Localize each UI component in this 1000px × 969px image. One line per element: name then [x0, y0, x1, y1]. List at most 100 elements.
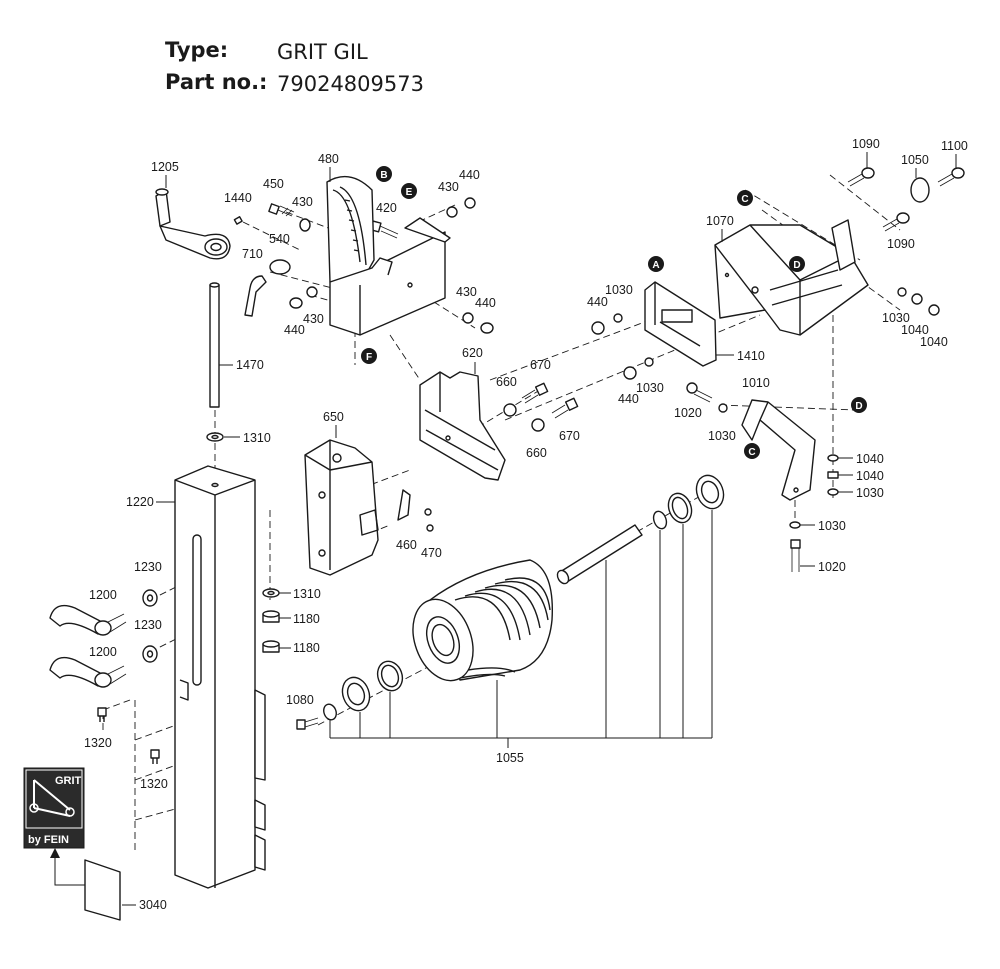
logo-text-by-fein: by FEIN	[28, 834, 69, 846]
part-label: 440	[459, 168, 480, 182]
bearing	[695, 474, 725, 510]
lever-1200	[49, 604, 127, 636]
part-label: 540	[269, 232, 290, 246]
nut-1040	[827, 471, 839, 479]
svg-text:C: C	[748, 447, 755, 458]
part-label: 1440	[224, 191, 252, 205]
part-label: 430	[456, 285, 477, 299]
part-label: 430	[292, 195, 313, 209]
crank-handle-1205	[155, 188, 231, 260]
screw-420	[370, 220, 399, 239]
rod-1470	[209, 282, 220, 408]
part-label: 1100	[941, 139, 968, 153]
nut-440	[591, 321, 605, 335]
nut-440	[623, 366, 637, 380]
svg-text:B: B	[380, 170, 387, 181]
part-label: 3040	[139, 898, 167, 912]
part-label: 1020	[818, 560, 846, 574]
screw-1320	[150, 749, 160, 764]
clip-460	[397, 489, 411, 521]
washer-1030	[718, 403, 728, 413]
type-value: GRIT GIL	[277, 40, 368, 64]
callout-c-badge: C	[744, 443, 760, 459]
part-label: 1055	[496, 751, 524, 765]
part-label: 430	[303, 312, 324, 326]
lever-1200	[49, 656, 127, 688]
scale-bracket-480	[326, 175, 375, 286]
grit-by-fein-logo: GRIT by FEIN	[23, 767, 85, 849]
washer-540	[269, 259, 291, 275]
svg-text:A: A	[652, 260, 659, 271]
roller-1055	[412, 559, 554, 682]
part-label: 1080	[286, 693, 314, 707]
part-labels: 1205 1440 450 430 480 420 440 430 540 71…	[84, 137, 968, 912]
washer-1030	[897, 287, 907, 297]
part-label: 440	[284, 323, 305, 337]
part-label: 670	[530, 358, 551, 372]
svg-text:C: C	[741, 194, 748, 205]
part-label: 1030	[856, 486, 884, 500]
bearing	[341, 676, 371, 712]
column-1220	[174, 465, 266, 889]
ring	[652, 510, 668, 530]
part-label: 470	[421, 546, 442, 560]
carriage-650	[304, 439, 379, 576]
part-label: 1230	[134, 560, 162, 574]
logo-text-grit: GRIT	[55, 775, 82, 787]
washer-1040	[827, 454, 839, 462]
part-label: 1040	[856, 469, 884, 483]
part-label: 1030	[708, 429, 736, 443]
part-label: 440	[587, 295, 608, 309]
callout-a-badge: A	[648, 256, 664, 272]
nut-440	[480, 322, 494, 334]
part-label: 1030	[605, 283, 633, 297]
screw-1100	[937, 167, 965, 187]
part-label: 670	[559, 429, 580, 443]
part-label: 1205	[151, 160, 179, 174]
plate-1410	[644, 281, 717, 367]
part-label: 1320	[84, 736, 112, 750]
callout-e-badge: E	[401, 183, 417, 199]
label-plate-3040	[84, 859, 121, 921]
part-label: 1030	[882, 311, 910, 325]
svg-text:D: D	[855, 401, 862, 412]
callout-d-badge: D	[851, 397, 867, 413]
washer-660	[531, 418, 545, 432]
washer-430	[306, 286, 318, 298]
part-number-value: 79024809573	[277, 72, 424, 96]
screw-1320	[97, 707, 107, 722]
part-label: 440	[475, 296, 496, 310]
part-label: 1010	[742, 376, 770, 390]
part-label: 1040	[920, 335, 948, 349]
part-label: 1040	[856, 452, 884, 466]
svg-text:D: D	[793, 260, 800, 271]
part-label: 450	[263, 177, 284, 191]
motor-housing-1070	[714, 219, 869, 336]
screw-1090	[882, 212, 910, 232]
washer-1040	[911, 293, 923, 305]
nut-440	[464, 197, 476, 209]
callout-b-badge: B	[376, 166, 392, 182]
part-label: 660	[526, 446, 547, 460]
part-label: 1090	[887, 237, 915, 251]
screw-450	[268, 203, 295, 217]
part-label: 1050	[901, 153, 929, 167]
part-label: 1220	[126, 495, 154, 509]
washer-430	[299, 218, 311, 232]
washer-1030	[827, 488, 839, 496]
nut-440	[289, 297, 303, 309]
part-label: 1180	[293, 641, 320, 655]
part-label: 1020	[674, 406, 702, 420]
part-label: 1030	[636, 381, 664, 395]
part-label: 1320	[140, 777, 168, 791]
part-label: 460	[396, 538, 417, 552]
screw-1020	[790, 539, 801, 572]
washer-660	[503, 403, 517, 417]
leader-1055	[329, 510, 713, 748]
washer	[323, 703, 337, 721]
part-label: 480	[318, 152, 339, 166]
screw-670	[521, 382, 549, 404]
part-label: 650	[323, 410, 344, 424]
shaft	[556, 524, 643, 585]
